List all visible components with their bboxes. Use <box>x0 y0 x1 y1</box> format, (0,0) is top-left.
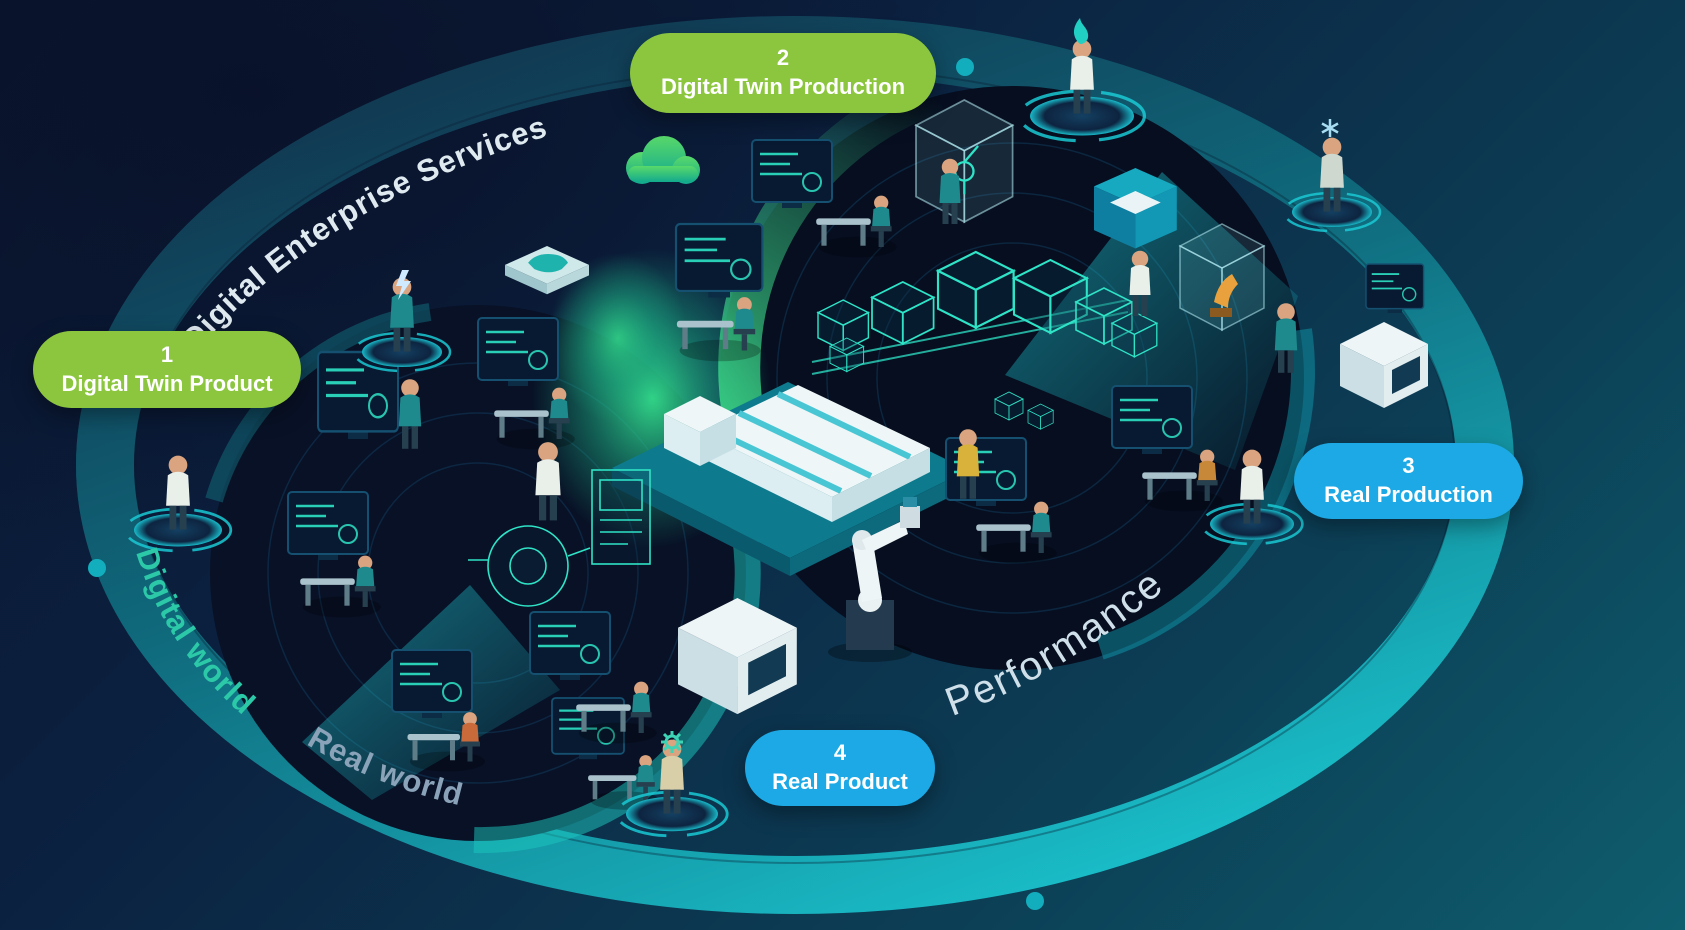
badge-label: Digital Twin Product <box>61 370 273 396</box>
cloud-icon <box>626 136 700 184</box>
assembly-glass-cell <box>915 99 1014 223</box>
badge-label: Real Production <box>1324 482 1493 507</box>
badge-real-production: 3 Real Production <box>1294 443 1523 519</box>
badge-real-product: 4 Real Product <box>745 730 935 806</box>
motor-wireframe <box>468 469 651 607</box>
badge-digital-twin-product: 1 Digital Twin Product <box>33 331 301 408</box>
badge-number: 3 <box>1402 453 1415 479</box>
factory-building <box>612 382 968 576</box>
badge-digital-twin-production: 2 Digital Twin Production <box>630 33 936 113</box>
ring-node <box>956 58 974 76</box>
robot-arm <box>828 497 920 662</box>
production-line-wireframe <box>811 250 1158 430</box>
ring-node <box>88 559 106 577</box>
badge-label: Digital Twin Production <box>660 74 906 99</box>
badge-label: Real Product <box>772 769 908 794</box>
robot-glass-case <box>1179 223 1265 331</box>
ring-node <box>1026 892 1044 910</box>
badge-number: 2 <box>776 45 790 71</box>
badge-number: 4 <box>833 740 847 766</box>
milling-machine <box>1340 322 1428 408</box>
badge-number: 1 <box>160 341 174 367</box>
